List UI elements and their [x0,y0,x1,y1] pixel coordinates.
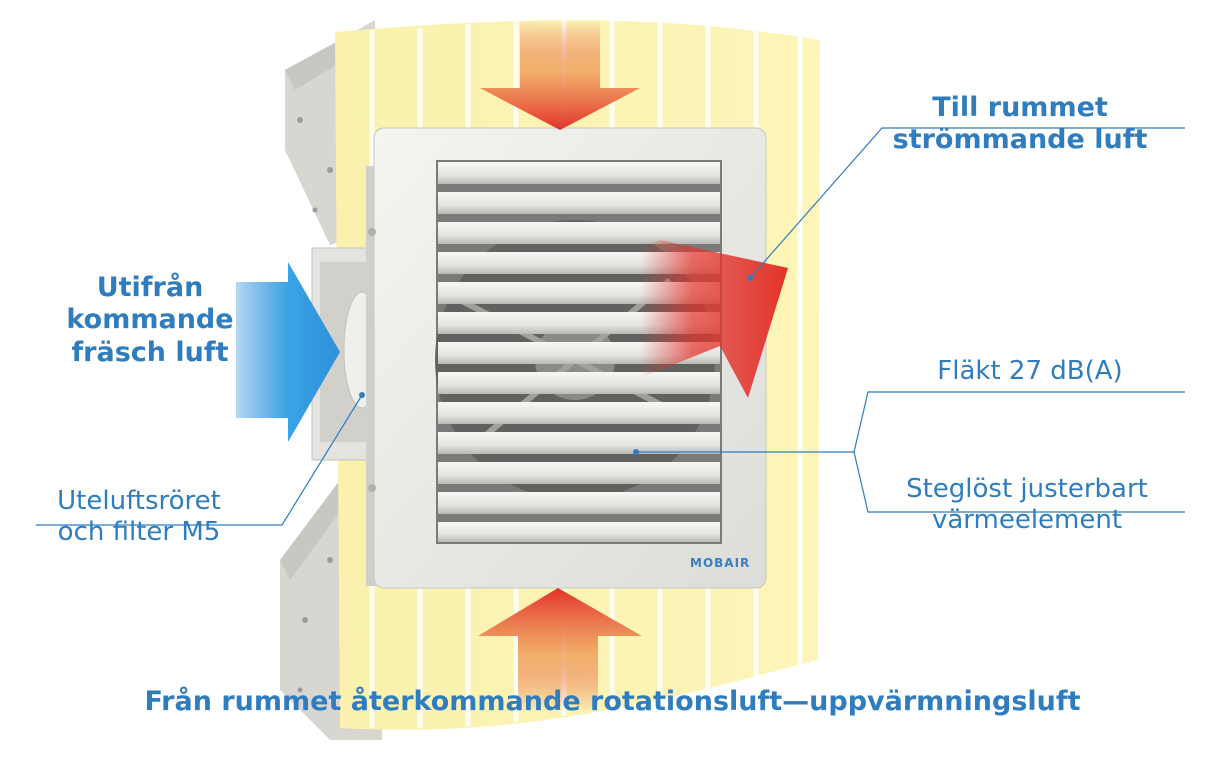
arrow-right-blue-icon [236,262,340,442]
label-pipe: Uteluftsröret och filter M5 [14,486,264,548]
label-supply-air: Till rummet strömmande luft [880,92,1160,157]
label-fresh-air: Utifrån kommande fräsch luft [50,272,250,369]
leader-supply-air [749,127,1185,279]
leader-heater [853,451,1185,513]
label-fresh-air-line1: Utifrån [96,272,204,303]
label-fan: Fläkt 27 dB(A) [937,356,1123,386]
leader-fan [636,391,1185,453]
leader-lines [36,127,1185,526]
bottom-caption: Från rummet återkommande rotationsluft—u… [144,686,1081,717]
label-supply-air-line2: strömmande luft [892,124,1148,156]
brand-logo: MOBAIR [690,556,750,570]
label-heater-line1: Steglöst justerbart [906,474,1148,504]
leader-pipe [36,394,363,526]
label-heater-line2: värmeelement [931,505,1123,536]
label-heater: Steglöst justerbart värmeelement [862,474,1192,536]
ventilation-unit [366,127,767,589]
label-pipe-line2: och filter M5 [57,517,221,548]
arrow-up-red-icon [478,588,642,712]
label-supply-air-line1: Till rummet [932,92,1108,123]
label-pipe-line1: Uteluftsröret [57,486,221,516]
label-fresh-air-line3: fräsch luft [71,336,229,368]
arrow-down-red-icon [480,20,640,130]
label-fresh-air-line2: kommande [66,304,234,336]
leader-dots [359,275,753,455]
